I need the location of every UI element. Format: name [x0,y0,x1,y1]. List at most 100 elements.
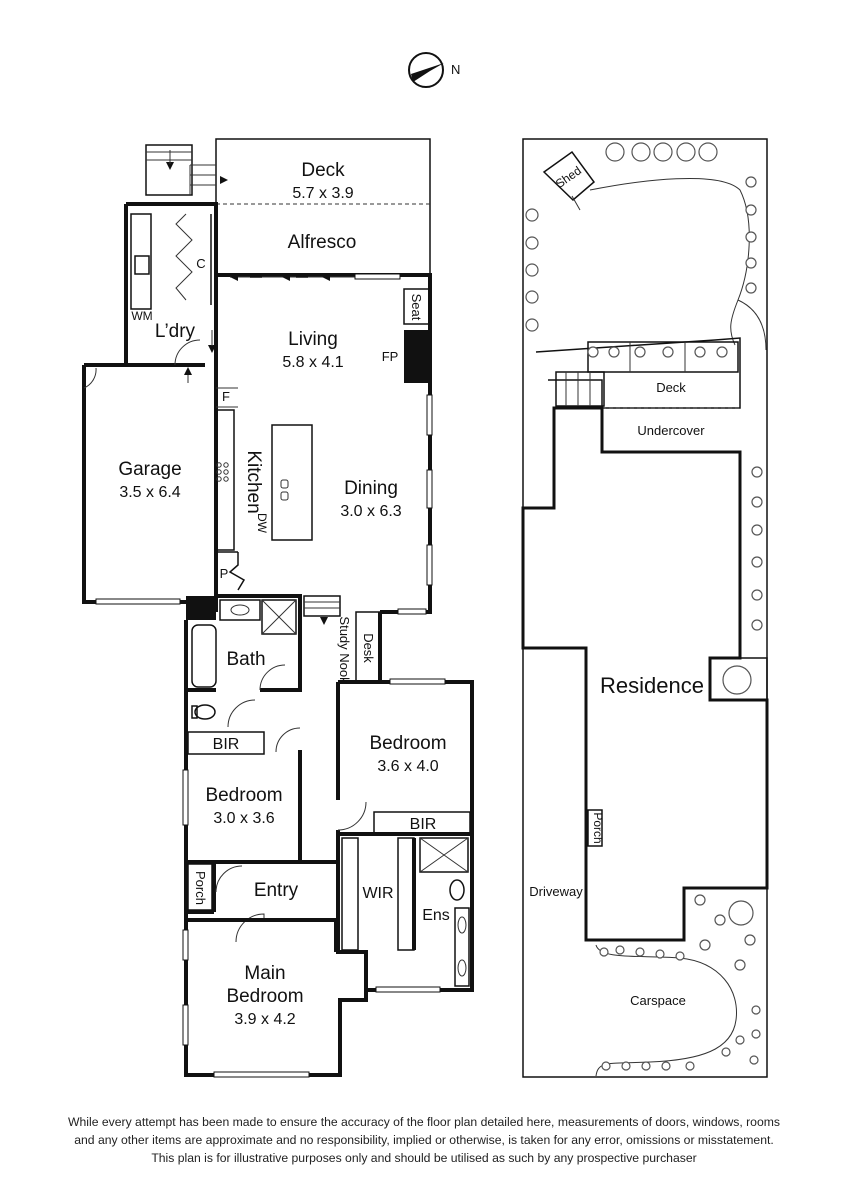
window [426,544,433,586]
shrub-icon [744,934,756,946]
arrow-left-icon [322,273,330,281]
shrub-icon [745,231,757,243]
bath-walls [184,594,302,864]
shrub-icon [641,1061,651,1071]
compass-needle-icon [411,63,444,82]
fireplace-label: FP [382,349,399,364]
shrub-icon [662,346,674,358]
shrub-icon [699,939,711,951]
shrub-icon [605,142,625,162]
residence-label: Residence [600,673,704,698]
main-bedroom-dimensions: 3.9 x 4.2 [234,1011,295,1028]
shrub-icon [751,466,763,478]
toilet-cistern [191,705,198,719]
shrub-icon [634,346,646,358]
wc-door-swing [227,699,256,728]
arrow-right-icon [220,176,228,184]
kitchen-bench [215,409,235,551]
living-walls [214,273,432,614]
shrub-icon [694,346,706,358]
site-steps [555,371,605,407]
desk-label: Desk [361,633,376,663]
disclaimer-line-3: This plan is for illustrative purposes o… [151,1151,697,1165]
bedroom-2-label: Bedroom [205,785,282,806]
window [426,469,433,509]
bir-2-label: BIR [410,816,437,833]
window [397,608,427,615]
shrub-icon [745,204,757,216]
garage-column [186,596,216,620]
shrub-icon [751,556,763,568]
disclaimer-line-2: and any other items are approximate and … [74,1133,774,1147]
house-floor-plan [82,138,474,1078]
deck-steps [145,144,193,196]
site-porch-label: Porch [591,812,605,843]
entry-door-swing [215,865,243,893]
shrub-icon [722,665,752,695]
alfresco-label: Alfresco [288,232,357,253]
shrub-icon [661,1061,671,1071]
shrub-icon [621,1061,631,1071]
shrub-icon [694,894,706,906]
laundry-label: L’dry [155,321,196,342]
shrub-icon [653,142,673,162]
shrub-icon [587,346,599,358]
shrub-icon [734,959,746,971]
garage-door-swing [83,367,97,389]
shrub-icon [599,947,609,957]
bathtub [191,624,217,688]
fireplace [404,330,428,383]
cupboard-folding-door [175,213,193,301]
shrub-icon [751,1029,761,1039]
bedroom-3-label: Bedroom [369,733,446,754]
laundry-door-swing [174,339,201,366]
compass: N [408,52,460,88]
courtyard [709,657,768,701]
carspace-label: Carspace [630,993,686,1008]
shrub-icon [525,263,539,277]
shrub-icon [676,142,696,162]
shrub-icon [525,236,539,250]
bir-door-swing [275,727,301,753]
arrow-down-icon [208,345,216,353]
study-nook-label: Study Nook [337,616,352,684]
ensuite-shower [419,837,469,873]
shrub-icon [601,1061,611,1071]
carspace-outline [595,944,737,1077]
dining-label: Dining [344,478,398,499]
shrub-icon [685,1061,695,1071]
shed-path [571,195,581,211]
window [354,273,401,280]
bir-1-label: BIR [213,736,240,753]
window [375,986,441,993]
wir-shelf-left [341,837,359,951]
laundry-sink [134,255,150,275]
shrub-icon [745,176,757,188]
basin [457,916,467,934]
deck-label: Deck [301,160,345,181]
basin [457,959,467,977]
window [182,769,189,826]
kitchen-sink-icon [280,479,289,501]
pantry-label: P [220,566,229,581]
fridge-label: F [222,389,230,404]
site-trees [525,142,763,1071]
window [182,929,189,961]
shower-cross [419,837,469,873]
shrub-icon [716,346,728,358]
room-labels: Deck 5.7 x 3.9 Alfresco Living 5.8 x 4.1… [118,160,449,1028]
wir-shelf-right [397,837,415,951]
bedroom-2-dimensions: 3.0 x 3.6 [213,810,274,827]
laundry-bench [130,213,152,310]
window [426,394,433,436]
site-labels: Shed Deck Undercover Residence Porch Dri… [529,163,705,1008]
shrub-icon [698,142,718,162]
arrow-up-icon [184,367,192,375]
entry-label: Entry [254,880,299,901]
kitchen-label: Kitchen [243,450,264,513]
site-deck [535,337,741,409]
shower [261,599,297,635]
arrow-down-icon [166,162,174,170]
wir-label: WIR [362,885,393,902]
site-deck-label: Deck [656,380,686,395]
